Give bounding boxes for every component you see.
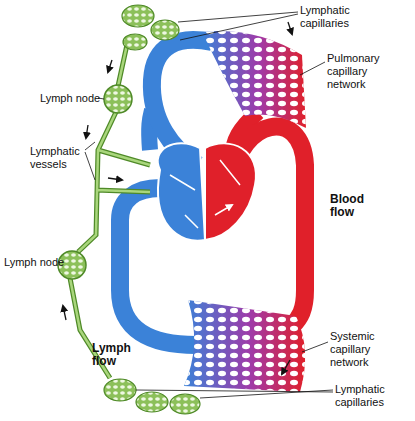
pulmonary-network [202,31,306,128]
flow-arrow [86,125,88,138]
part-label: Lymph node [40,92,110,105]
part-label: Lymphatic capillaries [300,4,372,30]
part-label: Lymph flow [92,342,132,368]
heart-left-side [205,143,256,240]
leader-line [136,390,333,398]
part-label: Blood flow [330,193,370,219]
systemic-network [184,300,305,392]
leader-line [85,142,95,180]
lymph-vessel-core [70,40,150,378]
lymph-node [104,85,132,113]
flow-arrow [282,360,290,374]
lymph-vessel [70,40,150,378]
flow-arrow [108,178,122,180]
lymph-capillary [123,34,147,50]
lymph-capillary [170,394,200,414]
network-mesh [184,300,305,392]
part-label: Lymphatic capillaries [335,383,407,409]
flow-arrow [108,60,112,72]
leader-line [302,342,328,352]
flow-arrow [63,306,66,320]
lymph-capillary [104,379,136,401]
part-label: Systemic capillary network [330,330,410,369]
heart-right-side [158,143,205,241]
part-label: Pulmonary capillary network [327,52,407,91]
heart-flow-arrows [170,160,240,228]
lymph-capillary [136,392,168,412]
lymph-capillary [122,5,154,27]
leader-line [178,12,298,40]
lymph-capillary [151,20,179,40]
leader-line [300,62,325,75]
flow-arrow [288,22,292,34]
network-mesh [202,31,306,128]
part-label: Lymphatic vessels [30,145,86,171]
part-label: Lymph node [4,256,74,269]
